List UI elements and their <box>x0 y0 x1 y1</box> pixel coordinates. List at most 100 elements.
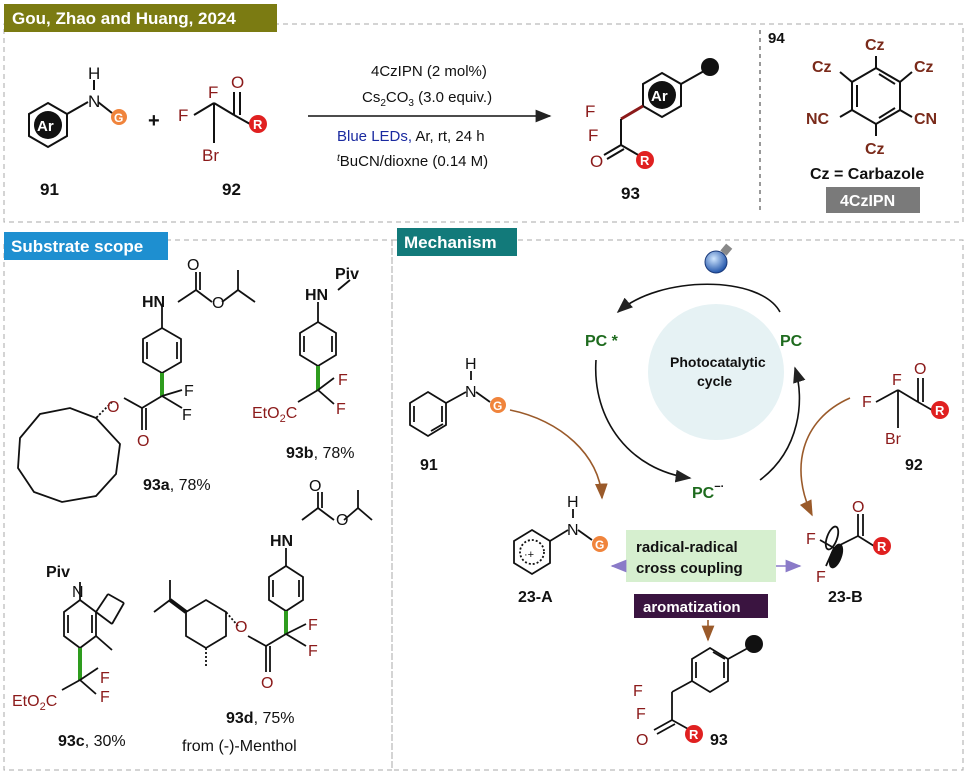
93a-caption: 93a, 78% <box>143 477 211 494</box>
nc-left: NC <box>806 111 830 128</box>
cn-right: CN <box>914 111 937 128</box>
93c-piv: Piv <box>46 564 70 581</box>
93b-piv: Piv <box>335 266 359 283</box>
mech-91 <box>409 371 491 438</box>
mech-92-o: O <box>914 361 926 378</box>
93a-f1: F <box>184 383 194 400</box>
compound-93d <box>153 490 373 672</box>
arrow-pc-to-pcstar <box>616 283 781 314</box>
93b-eto2c: EtO2C <box>252 405 297 425</box>
arrow-91-to-23a <box>509 409 608 500</box>
mech-93-o: O <box>636 732 648 749</box>
arrow-pcminus-to-pc <box>759 366 806 481</box>
mech-91-g-label: G <box>493 399 502 413</box>
mech-91-g <box>490 397 506 413</box>
mech-93-r <box>685 725 703 743</box>
mech-label-92: 92 <box>905 457 923 474</box>
93d-f1: F <box>308 617 318 634</box>
top-panel: Gou, Zhao and Huang, 2024 <box>3 4 964 223</box>
bulb-icon <box>704 243 733 274</box>
cycle-label-2: cycle <box>697 373 732 389</box>
93c-caption: 93c, 30% <box>58 733 126 750</box>
mech-23b <box>819 514 875 569</box>
br-atom: Br <box>202 146 219 165</box>
mech-label-23a: 23-A <box>518 589 553 606</box>
product-f-top: F <box>585 102 595 121</box>
93c-eto2c: EtO2C <box>12 693 57 713</box>
23b-o: O <box>852 499 864 516</box>
aromatization-badge <box>634 594 768 618</box>
cz-bottom: Cz <box>865 141 885 158</box>
93c-f1: F <box>100 670 110 687</box>
arrow-pcstar-to-pcminus <box>594 359 692 483</box>
g-circle <box>111 109 127 125</box>
radical-cation: ·+ <box>524 549 534 561</box>
cz-top: Cz <box>865 37 885 54</box>
pc: PC <box>780 333 803 350</box>
mechanism-tag <box>397 228 517 256</box>
product-dot <box>701 58 719 76</box>
rrcc-line2: cross coupling <box>636 560 743 577</box>
mech-92-br: Br <box>885 431 902 448</box>
93d-note: from (-)-Menthol <box>182 738 297 755</box>
mech-92-f2: F <box>892 372 902 389</box>
23b-f1: F <box>806 531 816 548</box>
cycle-center <box>648 304 784 440</box>
93b-f2: F <box>336 401 346 418</box>
23a-g-label: G <box>595 538 604 552</box>
scope-title: Substrate scope <box>11 237 143 256</box>
catalyst-badge <box>826 187 920 213</box>
product-ar-label: Ar <box>651 88 668 105</box>
scope-tag <box>4 232 168 260</box>
mech-92-f1: F <box>862 394 872 411</box>
ar-circle <box>34 111 62 139</box>
93a-hn: HN <box>142 294 165 311</box>
compound-93b <box>297 279 351 405</box>
r-circle <box>249 115 267 133</box>
93b-hn: HN <box>305 287 328 304</box>
label-94: 94 <box>768 30 785 47</box>
23b-r-label: R <box>877 539 887 554</box>
compound-92 <box>193 92 251 143</box>
23b-f2: F <box>816 569 826 586</box>
n-atom: N <box>88 92 100 111</box>
product-o: O <box>590 152 603 171</box>
93d-caption: 93d, 75% <box>226 710 295 727</box>
h-atom: H <box>88 64 100 83</box>
93a-o-top: O <box>187 257 199 274</box>
condition-light: Blue LEDs, Ar, rt, 24 h <box>337 128 485 145</box>
f-atom-top: F <box>208 83 218 102</box>
ar-label: Ar <box>37 118 54 135</box>
citation-tag <box>4 4 277 32</box>
plus-sign: + <box>148 110 160 132</box>
product-f-bottom: F <box>588 126 598 145</box>
mech-93-dot <box>745 635 763 653</box>
93a-o-link: O <box>107 399 119 416</box>
mechanism-title: Mechanism <box>404 233 497 252</box>
93a-o-carbonyl: O <box>137 433 149 450</box>
scope-panel: Substrate scope <box>3 232 393 771</box>
mech-91-h: H <box>465 356 477 373</box>
product-ar-circle <box>648 81 676 109</box>
g-label: G <box>114 111 123 125</box>
mech-92 <box>875 378 933 428</box>
compound-91 <box>28 80 113 149</box>
23a-n: N <box>567 522 579 539</box>
93a-f2: F <box>182 407 192 424</box>
93b-caption: 93b, 78% <box>286 445 355 462</box>
arrow-92-to-23b <box>799 397 851 517</box>
mech-91-n: N <box>465 384 477 401</box>
23b-r <box>873 537 891 555</box>
mech-label-91: 91 <box>420 457 438 474</box>
93c-n: N <box>72 584 84 601</box>
scope-panel-border <box>3 239 393 771</box>
93d-f2: F <box>308 643 318 660</box>
catalyst-badge-text: 4CzIPN <box>840 193 895 210</box>
23a-g <box>592 536 608 552</box>
pc-minus: PC−· <box>692 481 724 502</box>
93c-f2: F <box>100 689 110 706</box>
mechanism-panel-border <box>391 239 964 771</box>
mech-93 <box>653 646 749 735</box>
condition-base: Cs2CO3 (3.0 equiv.) <box>362 89 492 109</box>
